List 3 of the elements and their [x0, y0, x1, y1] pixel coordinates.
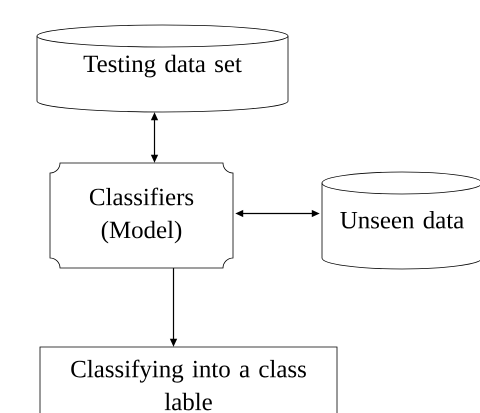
database-cylinder: Unseen data	[322, 172, 480, 270]
process-box: Classifying into a class lable	[40, 346, 338, 413]
database-cylinder: Testing data set	[36, 24, 288, 112]
